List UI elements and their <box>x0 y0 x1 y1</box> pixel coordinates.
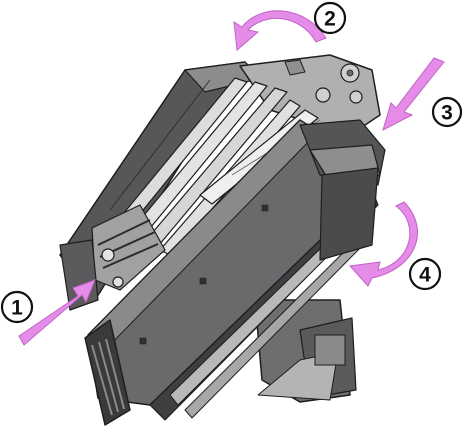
link-mechanism <box>59 204 166 311</box>
step-number: 3 <box>441 102 453 125</box>
step-badge-2: 2 <box>313 1 347 35</box>
main-boom <box>87 119 379 421</box>
step-arrows <box>18 10 445 346</box>
arrow-step-1 <box>18 279 96 346</box>
step-badge-1: 1 <box>0 290 34 324</box>
side-arms <box>299 119 386 261</box>
step-badges: 1 2 3 4 <box>0 1 462 324</box>
arrow-step-2 <box>233 10 327 51</box>
step-number: 4 <box>419 264 431 287</box>
crane-base <box>254 299 357 403</box>
crane-illustration <box>59 54 386 426</box>
step-badge-3: 3 <box>431 96 462 128</box>
boom-end-cap <box>84 319 131 426</box>
arrow-step-4 <box>348 201 418 287</box>
arrow-step-3 <box>382 57 445 131</box>
boom-head <box>239 54 381 136</box>
step-number: 2 <box>324 8 336 31</box>
step-number: 1 <box>11 297 23 320</box>
step-badge-4: 4 <box>408 257 442 291</box>
